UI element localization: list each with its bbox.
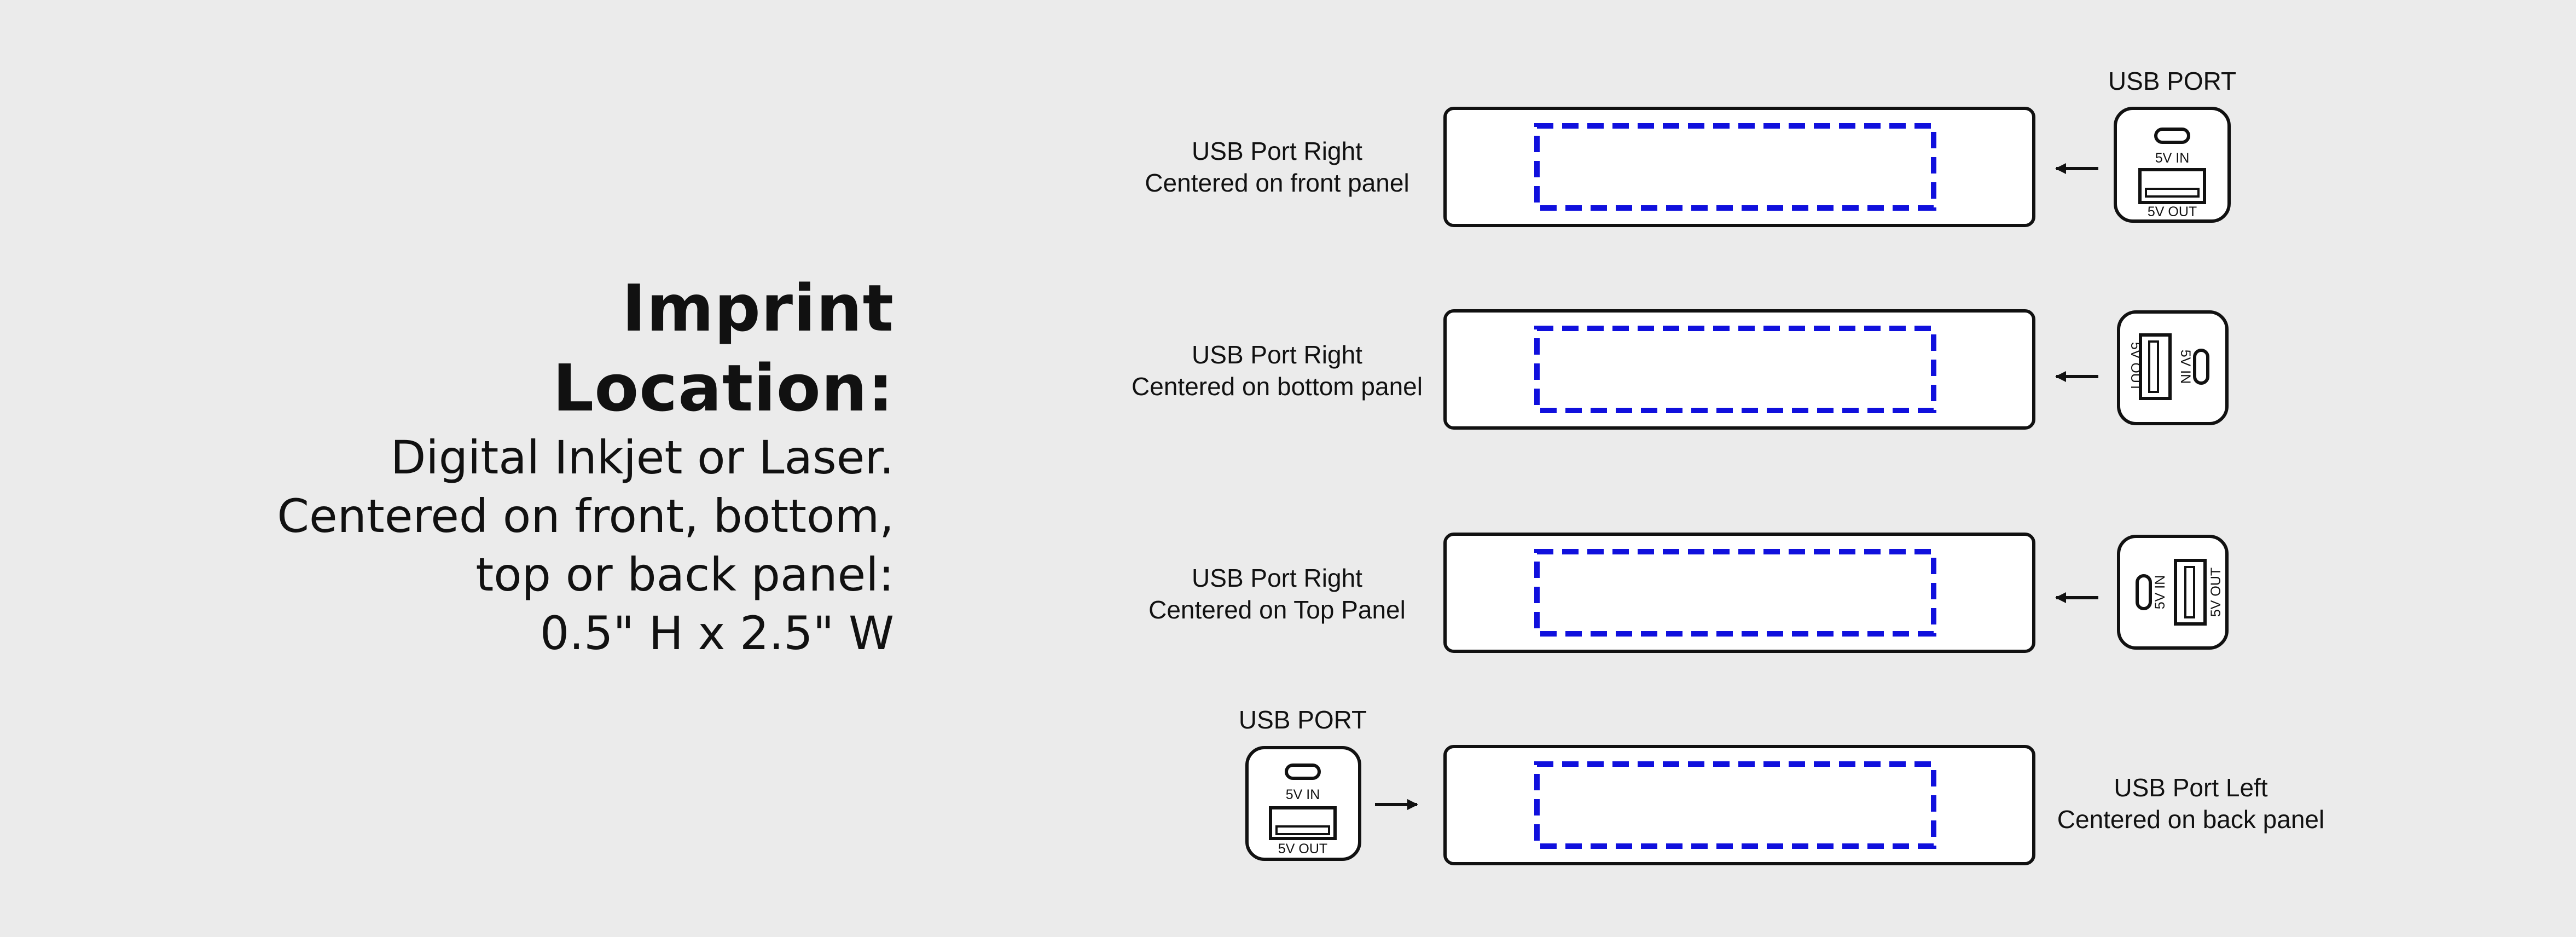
panel-outline [1443,309,2035,430]
port-in-label: 5V IN [2155,151,2190,166]
heading-line-2: Location: [553,350,894,426]
imprint-area [1534,123,1936,211]
panel-row-top: USB Port Right Centered on Top Panel 5V … [1148,533,2229,653]
imprint-area [1534,549,1936,637]
panel-outline [1443,107,2035,227]
imprint-heading: Imprint Location: [553,268,894,428]
panel-row-front: USB Port Right Centered on front panel U… [1145,67,2236,227]
port-in-label: 5V IN [2178,350,2193,384]
usb-port-title: USB PORT [2108,67,2236,95]
port-in-label: 5V IN [2153,575,2168,610]
port-out-label: 5V OUT [1278,841,1327,857]
port-out-label: 5V OUT [2208,568,2224,617]
description-line-3: top or back panel: [475,548,894,601]
imprint-area [1534,326,1936,413]
panel-label-line-1: USB Port Right [1192,137,1362,165]
panel-label-line-2: Centered on front panel [1145,169,1409,197]
panel-label-line-2: Centered on bottom panel [1132,372,1423,401]
panel-label-line-2: Centered on Top Panel [1148,595,1406,624]
panel-label-line-2: Centered on back panel [2057,805,2324,834]
usb-port-title: USB PORT [1239,705,1367,734]
imprint-area [1534,761,1936,849]
port-out-label: 5V OUT [2128,342,2143,391]
description-line-4: 0.5" H x 2.5" W [539,606,894,660]
port-out-label: 5V OUT [2148,204,2197,219]
panel-label-line-1: USB Port Right [1192,340,1362,369]
description-line-2: Centered on front, bottom, [277,489,894,543]
heading-line-1: Imprint [622,270,894,346]
panel-row-bottom: USB Port Right Centered on bottom panel … [1132,309,2229,430]
usb-port-icon: 5V IN 5V OUT [1245,746,1361,861]
description-line-1: Digital Inkjet or Laser. [390,431,894,484]
panel-row-back: USB PORT 5V IN 5V OUT USB Port Left Cent… [1239,705,2324,865]
port-in-label: 5V IN [1286,787,1320,802]
panel-outline [1443,533,2035,653]
panel-label-line-1: USB Port Left [2114,773,2267,802]
panel-label-line-1: USB Port Right [1192,564,1362,592]
usb-port-icon: 5V OUT 5V IN [2117,310,2229,425]
usb-port-icon: 5V IN 5V OUT [2114,107,2231,223]
usb-port-icon: 5V IN 5V OUT [2117,535,2229,650]
imprint-description: Digital Inkjet or Laser. Centered on fro… [277,429,894,663]
panel-outline [1443,745,2035,865]
